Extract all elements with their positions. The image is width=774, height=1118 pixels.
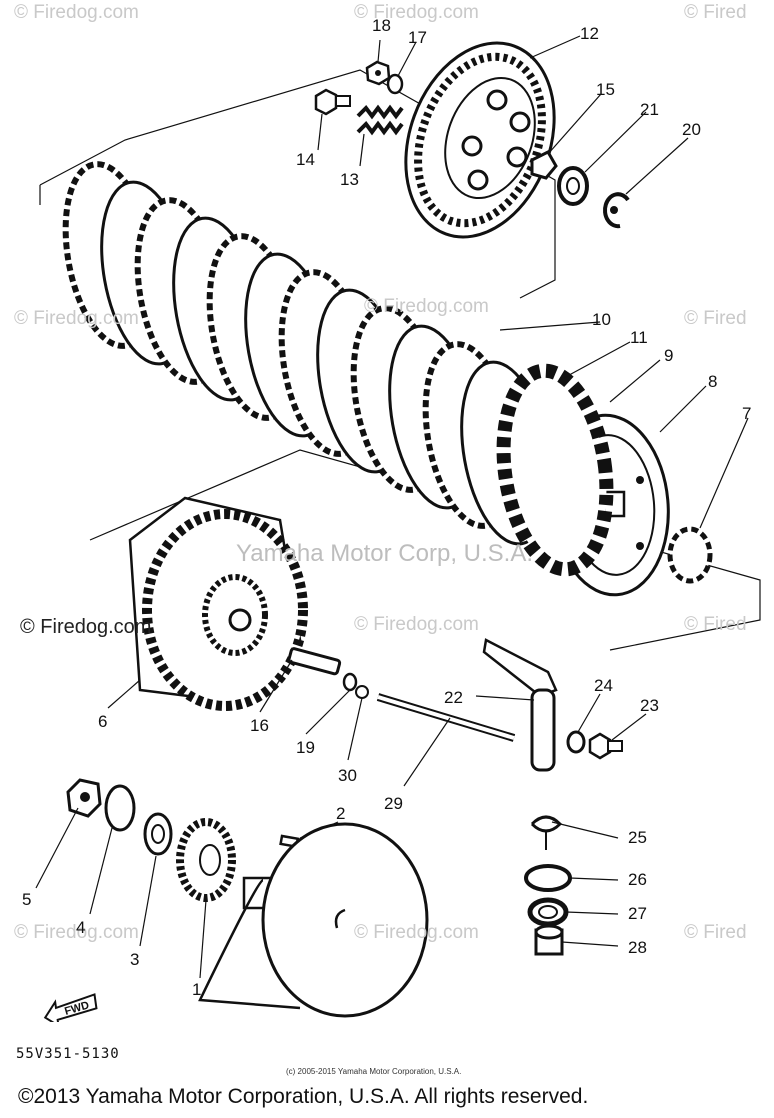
circlip-7 <box>667 526 713 584</box>
callout-11: 11 <box>630 328 648 347</box>
washer-3 <box>143 812 173 856</box>
ball-30 <box>355 685 369 699</box>
push-lever-22 <box>482 638 558 772</box>
leader-lines <box>35 35 749 979</box>
callout-3: 3 <box>130 950 140 969</box>
small-copyright: (c) 2005-2015 Yamaha Motor Corporation, … <box>286 1067 462 1076</box>
circlip-26 <box>524 864 572 892</box>
bearing-28 <box>534 924 564 956</box>
fwd-arrow-icon: FWD <box>43 993 98 1022</box>
washer-17 <box>386 73 404 95</box>
group-bracket-mid <box>89 449 761 651</box>
callout-5: 5 <box>22 890 32 909</box>
callout-1: 1 <box>192 980 202 999</box>
watermark-top-left: © Firedog.com <box>14 2 139 23</box>
watermark-top-mid: © Firedog.com <box>354 2 479 23</box>
callout-6: 6 <box>98 712 108 731</box>
drawing-code: 55V351-5130 <box>16 1046 120 1062</box>
callout-22: 22 <box>444 688 463 707</box>
watermark-low-center: © Firedog.com <box>354 614 479 635</box>
callout-13: 13 <box>340 170 359 189</box>
callout-12: 12 <box>580 24 599 43</box>
pushrod-29 <box>376 693 516 742</box>
spring-13 <box>356 104 404 136</box>
callout-26: 26 <box>628 870 647 889</box>
callout-19: 19 <box>296 738 315 757</box>
callout-30: 30 <box>338 766 357 785</box>
watermark-overlay: Yamaha Motor Corp, U.S.A. <box>236 540 533 567</box>
spring-25 <box>530 815 563 850</box>
watermark-mid-right: © Fired <box>684 308 747 329</box>
circlip-20 <box>603 192 630 229</box>
callout-18: 18 <box>372 16 391 35</box>
watermark-bottom-left: © Firedog.com <box>14 922 139 943</box>
callout-29: 29 <box>384 794 403 813</box>
lock-washer-4 <box>104 784 136 832</box>
gear-1 <box>176 818 236 902</box>
watermark-low-right: © Fired <box>684 614 747 635</box>
callout-16: 16 <box>250 716 269 735</box>
friction-plate-9 <box>496 363 614 577</box>
watermark-mid-left: © Firedog.com <box>14 308 139 329</box>
callout-24: 24 <box>594 676 613 695</box>
copyright-notice: ©2013 Yamaha Motor Corporation, U.S.A. A… <box>18 1085 589 1108</box>
watermark-bottom-right: © Fired <box>684 922 747 943</box>
watermark-top-right: © Fired <box>684 2 747 23</box>
nut-18 <box>365 60 391 86</box>
callout-7: 7 <box>742 404 752 423</box>
callout-8: 8 <box>708 372 718 391</box>
watermark-mid-center: © Firedog.com <box>364 296 489 317</box>
callout-23: 23 <box>640 696 659 715</box>
callout-27: 27 <box>628 904 647 923</box>
retainer-15 <box>530 150 558 180</box>
oring-19 <box>342 672 358 692</box>
callout-21: 21 <box>640 100 659 119</box>
callout-10: 10 <box>592 310 611 329</box>
bolt-14 <box>314 88 351 116</box>
seal-27 <box>527 897 569 927</box>
callout-4: 4 <box>76 918 86 937</box>
clutch-housing-6 <box>128 496 308 711</box>
callout-25: 25 <box>628 828 647 847</box>
pressure-plate <box>404 41 556 239</box>
watermark-bottom-center: © Firedog.com <box>354 922 479 943</box>
callout-28: 28 <box>628 938 647 957</box>
shaft-plate <box>198 822 429 1018</box>
callout-2: 2 <box>336 804 346 823</box>
callout-15: 15 <box>596 80 615 99</box>
washer-24 <box>566 730 586 754</box>
watermark-site: © Firedog.com <box>20 616 152 638</box>
bolt-23 <box>588 732 623 760</box>
callout-9: 9 <box>664 346 674 365</box>
callout-20: 20 <box>682 120 701 139</box>
nut-5 <box>66 778 102 818</box>
pushrod-16 <box>287 647 342 676</box>
bearing-21 <box>557 166 589 206</box>
callout-17: 17 <box>408 28 427 47</box>
callout-14: 14 <box>296 150 315 169</box>
